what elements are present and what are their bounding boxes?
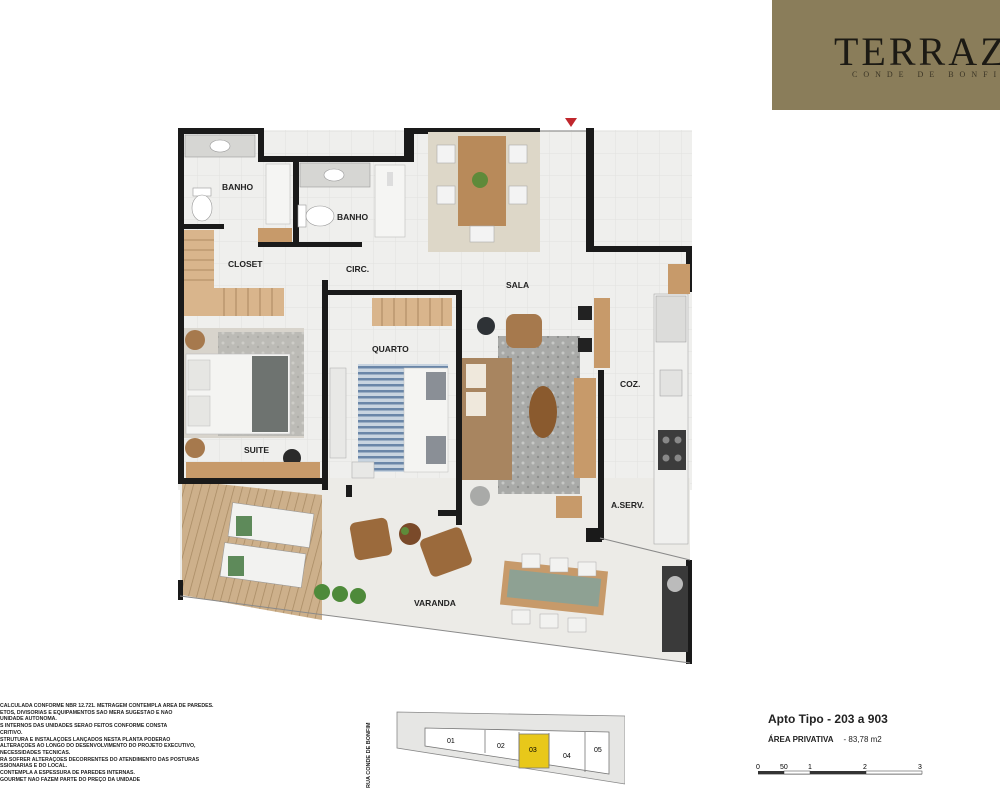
- dining-area: [428, 132, 540, 252]
- bathroom-2-fixtures: [297, 162, 406, 238]
- note-line: ETOS, DIVISÓRIAS E EQUIPAMENTOS SÃO MERA…: [0, 709, 173, 716]
- room-label-closet: CLOSET: [228, 259, 263, 269]
- room-label-banho-2: BANHO: [337, 212, 369, 222]
- unit-label: 02: [497, 743, 505, 750]
- room-label-quarto: QUARTO: [372, 344, 409, 354]
- suite-bed: [184, 328, 320, 478]
- room-label-banho-1: BANHO: [222, 182, 254, 192]
- scale-label: 2: [863, 764, 867, 771]
- bathroom-1-fixtures: [184, 134, 292, 242]
- scale-label: 1: [808, 764, 812, 771]
- apartment-title: Apto Tipo - 203 a 903: [768, 712, 888, 726]
- unit-key-map: 01 02 03 04 05: [396, 711, 625, 785]
- windows: [179, 130, 691, 664]
- brand-logo-panel: TERRAZA CONDE DE BONFIM: [772, 0, 1000, 110]
- unit-label: 05: [594, 747, 602, 754]
- varanda-furniture: [219, 502, 609, 633]
- closet-shelving: [184, 230, 284, 316]
- apartment-area: ÁREA PRIVATIVA - 83,78 m2: [768, 735, 882, 744]
- entry-marker-icon: [565, 118, 577, 127]
- note-line: RÁ SOFRER ALTERAÇÕES DECORRENTES DO ATEN…: [0, 756, 200, 763]
- note-line: S INTERNOS DAS UNIDADES SERÃO FEITOS CON…: [0, 723, 168, 730]
- unit-label: 01: [447, 738, 455, 745]
- note-line: SSIONÁRIAS E DO LOCAL.: [0, 763, 68, 770]
- note-line: ALTERAÇÕES AO LONGO DO DESENVOLVIMENTO D…: [0, 743, 196, 750]
- living-area: [462, 298, 610, 518]
- building-units-outline: [424, 727, 610, 775]
- unit-label: 03: [529, 747, 537, 754]
- room-label-sala: SALA: [506, 280, 529, 290]
- room-label-suite: SUITE: [244, 445, 269, 455]
- note-line: CRITIVO.: [0, 729, 23, 736]
- kitchen-fixtures: [653, 264, 690, 652]
- note-line: STRUTURA E INSTALAÇÕES LANÇADOS NESTA PL…: [0, 736, 171, 743]
- scale-label: 3: [918, 764, 922, 771]
- unit-label: 04: [563, 753, 571, 760]
- notes-block: CALCULADA CONFORME NBR 12.721. METRAGEM …: [0, 703, 240, 783]
- scale-label: 0: [756, 764, 760, 771]
- floor-plan: BANHO BANHO CLOSET CIRC. SALA QUARTO SUI…: [178, 118, 692, 664]
- note-line: GOURMET NÃO FAZEM PARTE DO PREÇO DA UNID…: [0, 776, 141, 783]
- room-label-coz: COZ.: [620, 379, 640, 389]
- room-label-aserv: A.SERV.: [611, 500, 644, 510]
- brand-subtitle: CONDE DE BONFIM: [852, 70, 1000, 79]
- note-line: CALCULADA CONFORME NBR 12.721. METRAGEM …: [0, 703, 214, 709]
- street-label-wrapper: RUA CONDE DE BONFIM: [366, 700, 380, 790]
- note-line: CONTEMPLA A ESPESSURA DE PAREDES INTERNA…: [0, 770, 135, 777]
- area-value: - 83,78 m2: [843, 735, 882, 744]
- scale-label: 50: [780, 764, 788, 771]
- quarto-bed: [329, 298, 452, 479]
- area-label: ÁREA PRIVATIVA: [768, 735, 834, 744]
- street-label: RUA CONDE DE BONFIM: [366, 722, 372, 789]
- highlighted-unit: [518, 733, 550, 769]
- room-label-circ: CIRC.: [346, 264, 369, 274]
- note-line: UNIDADE AUTÔNOMA.: [0, 716, 57, 723]
- note-line: NECESSIDADES TÉCNICAS.: [0, 749, 71, 756]
- room-label-varanda: VARANDA: [414, 598, 456, 608]
- scale-bar: 0 50 1 2 3: [756, 764, 923, 775]
- brand-title: TERRAZA: [834, 29, 1000, 74]
